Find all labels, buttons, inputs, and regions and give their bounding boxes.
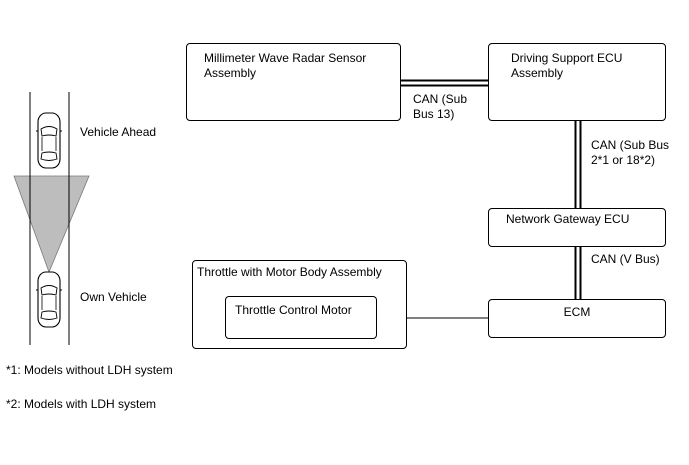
ecm-box: ECM: [488, 299, 666, 338]
can-v-bus-line: [574, 246, 582, 299]
radar-sensor-label: Millimeter Wave Radar Sensor Assembly: [204, 51, 367, 80]
can-sub-bus-13-line: [401, 79, 488, 87]
driving-support-ecu-box: Driving Support ECU Assembly: [488, 43, 666, 121]
can-sub-bus-2-18-line: [574, 120, 582, 208]
radar-cone: [13, 175, 90, 274]
footnote-1: *1: Models without LDH system: [6, 363, 173, 377]
can-sub-bus-2-18-label: CAN (Sub Bus 2*1 or 18*2): [591, 138, 670, 167]
can-sub-bus-13-label: CAN (Sub Bus 13): [413, 92, 468, 121]
can-v-bus-label: CAN (V Bus): [591, 252, 660, 266]
throttle-motor-box: Throttle Control Motor: [225, 296, 377, 339]
ecm-label: ECM: [563, 305, 591, 319]
network-gateway-ecu-box: Network Gateway ECU: [488, 208, 666, 247]
vehicle-ahead-icon: [36, 112, 62, 169]
driving-support-ecu-label: Driving Support ECU Assembly: [511, 51, 623, 80]
footnote-2: *2: Models with LDH system: [6, 397, 157, 411]
network-gateway-ecu-label: Network Gateway ECU: [506, 212, 630, 226]
vehicle-ahead-label: Vehicle Ahead: [80, 125, 157, 139]
throttle-motor-label: Throttle Control Motor: [235, 303, 352, 317]
throttle-body-label: Throttle with Motor Body Assembly: [197, 265, 382, 279]
radar-sensor-box: Millimeter Wave Radar Sensor Assembly: [186, 43, 401, 121]
own-vehicle-icon: [36, 271, 62, 328]
own-vehicle-label: Own Vehicle: [80, 290, 147, 304]
